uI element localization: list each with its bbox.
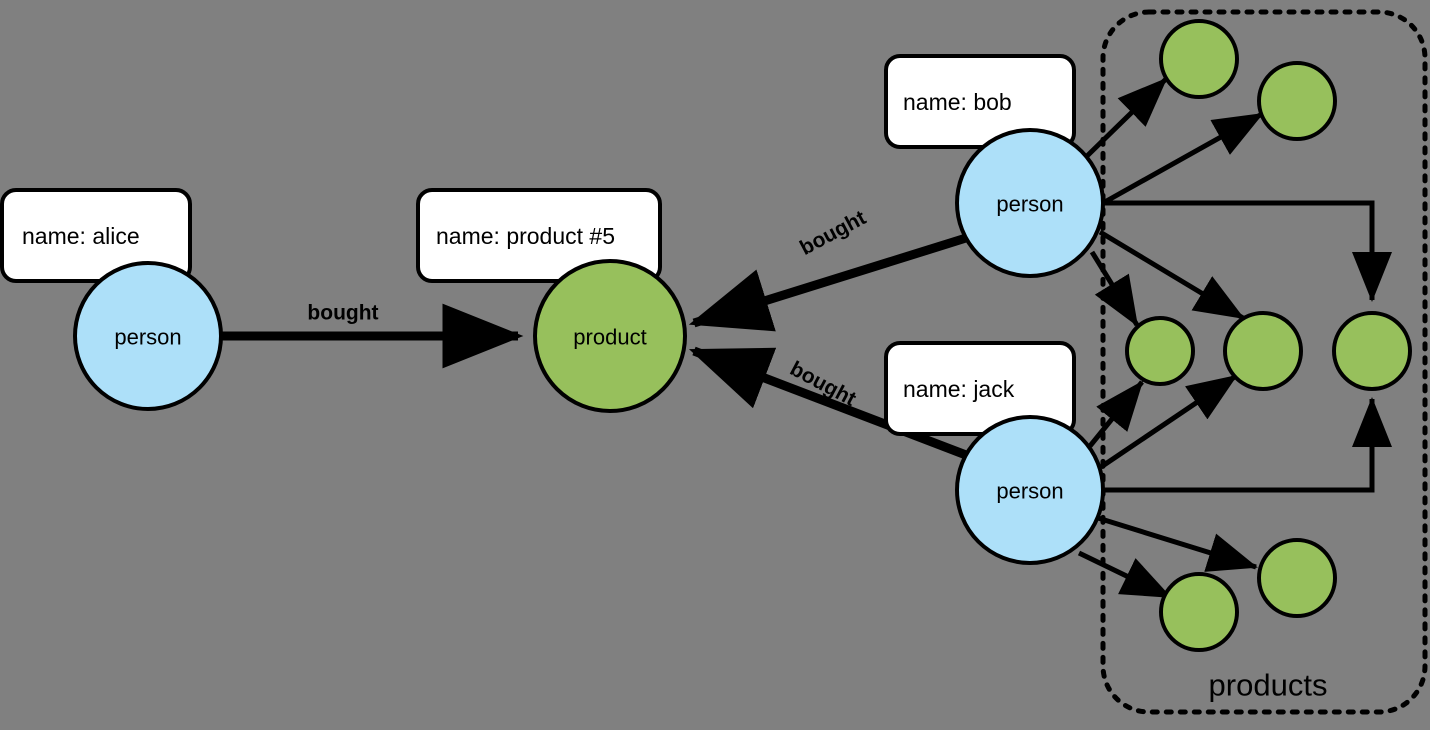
- edge-jack-to-p5: [1103, 397, 1392, 493]
- node-bob[interactable]: person: [955, 128, 1105, 278]
- edge-jack-to-p3: [1088, 380, 1144, 448]
- edge-jack-bought: [688, 346, 968, 460]
- property-box-alice-rect: [0, 188, 192, 283]
- property-box-bob-rect: [884, 54, 1076, 149]
- property-box-product-rect: [416, 188, 662, 283]
- products-cluster-label: products: [1209, 668, 1328, 703]
- products-cluster: products: [1100, 9, 1428, 715]
- product-node-p1[interactable]: [1159, 19, 1239, 99]
- edge-jack-to-p4: [1099, 373, 1238, 470]
- edge-bob-to-p5: [1103, 200, 1392, 302]
- node-jack[interactable]: person: [955, 415, 1105, 565]
- node-product-main[interactable]: product: [533, 259, 687, 413]
- products-cluster-border: [1100, 9, 1428, 715]
- product-node-p5[interactable]: [1332, 311, 1412, 391]
- product-node-p2[interactable]: [1257, 61, 1337, 141]
- person-node-jack-label: person: [996, 479, 1063, 504]
- product-node-p4[interactable]: [1223, 311, 1303, 391]
- edge-label-alice-bought: bought: [307, 302, 378, 325]
- edge-bob-to-p4: [1098, 229, 1245, 321]
- person-node-alice[interactable]: [73, 261, 223, 411]
- person-node-alice-label: person: [114, 325, 181, 350]
- node-alice[interactable]: person: [73, 261, 223, 411]
- product-node-main[interactable]: [533, 259, 687, 413]
- property-box-bob-text: name: bob: [903, 89, 1012, 115]
- person-node-jack[interactable]: [955, 415, 1105, 565]
- property-box-alice-text: name: alice: [22, 223, 140, 249]
- product-node-p6[interactable]: [1257, 538, 1337, 618]
- product-node-p3[interactable]: [1125, 316, 1195, 386]
- bob-product-edges: [1084, 77, 1392, 327]
- property-box-alice: name: alice: [0, 188, 192, 283]
- property-box-jack-text: name: jack: [903, 376, 1015, 402]
- jack-product-edges: [1077, 373, 1392, 600]
- edge-jack-to-p7: [1077, 550, 1172, 600]
- property-box-jack-rect: [884, 341, 1076, 436]
- edge-bob-to-p1: [1084, 77, 1168, 159]
- product-node-main-label: product: [573, 325, 646, 350]
- edge-label-bob-bought: bought: [796, 206, 870, 260]
- small-product-nodes: [1125, 19, 1412, 652]
- property-box-product: name: product #5: [416, 188, 662, 283]
- property-box-product-text: name: product #5: [436, 223, 615, 249]
- edge-jack-to-p6: [1097, 515, 1258, 572]
- property-box-bob: name: bob: [884, 54, 1076, 149]
- bought-edges: [222, 233, 968, 460]
- person-node-bob-label: person: [996, 192, 1063, 217]
- edge-bob-bought: [688, 233, 968, 332]
- person-node-bob[interactable]: [955, 128, 1105, 278]
- product-node-p7[interactable]: [1159, 572, 1239, 652]
- edge-bob-to-p2: [1101, 111, 1264, 206]
- edge-bob-to-p3: [1089, 250, 1140, 327]
- property-box-jack: name: jack: [884, 341, 1076, 436]
